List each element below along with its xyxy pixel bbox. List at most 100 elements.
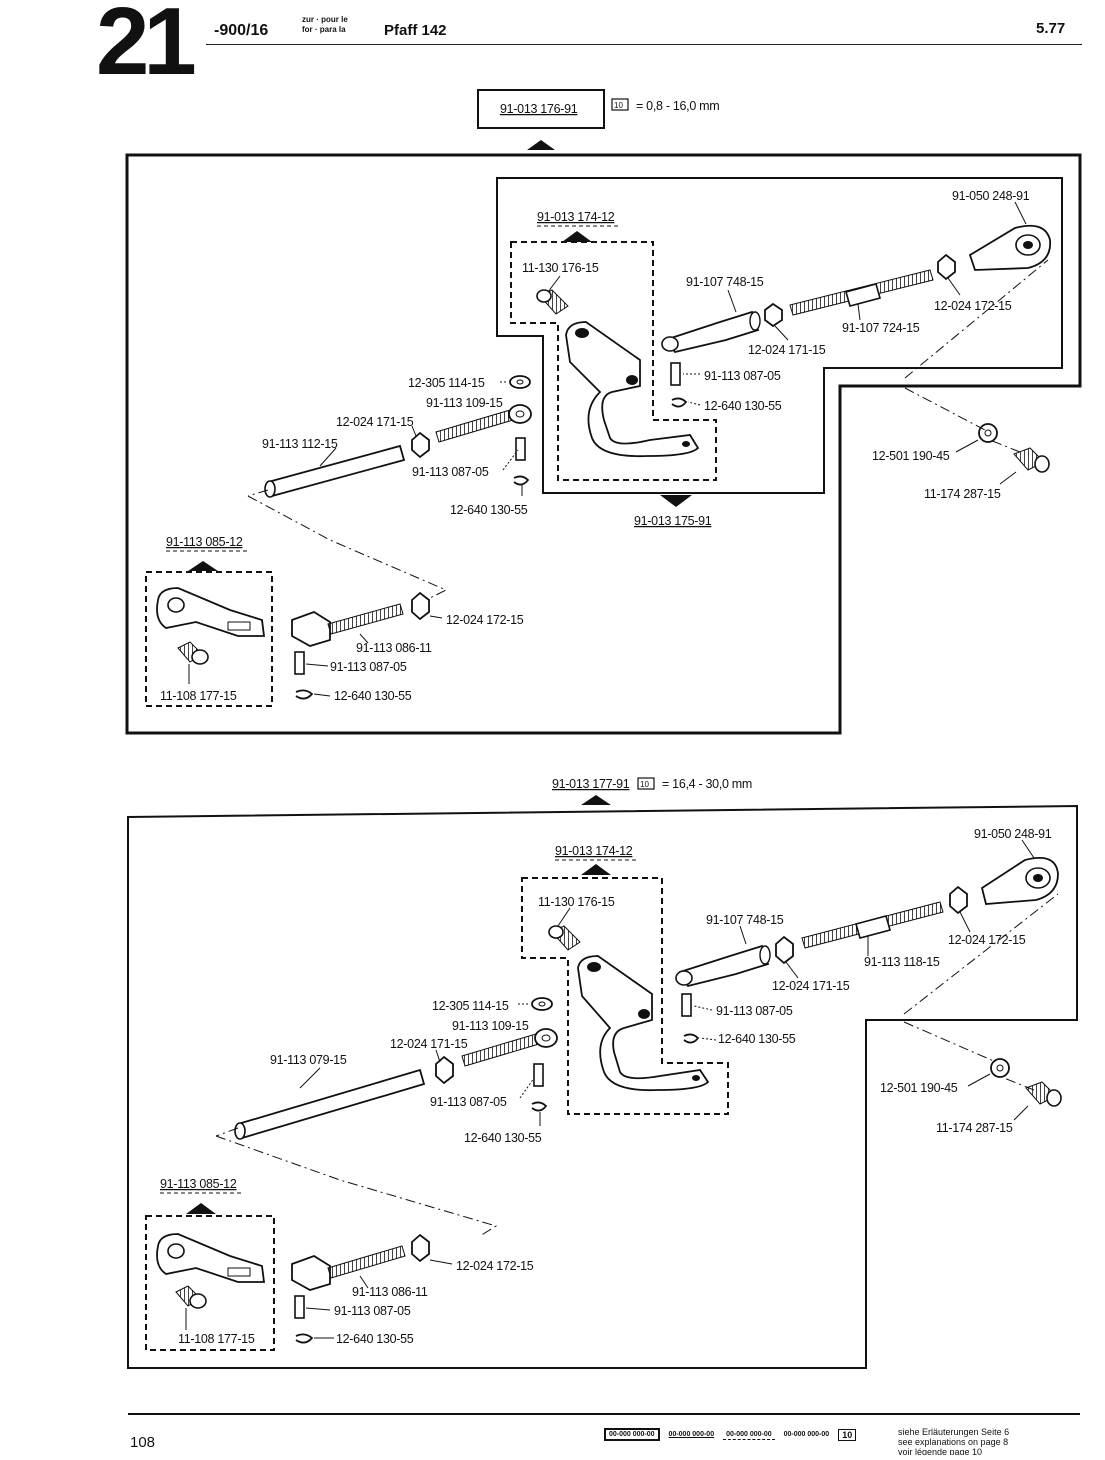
top-range-text: = 0,8 - 16,0 mm xyxy=(636,99,719,113)
top-arrow-up xyxy=(527,140,555,150)
footer-rule xyxy=(128,1413,1080,1415)
bottom-label-l: 91-113 079-15 xyxy=(270,1053,347,1067)
bottom-clip-1 xyxy=(683,1033,700,1044)
top-label-k: 12-024 171-15 xyxy=(336,415,414,429)
top-label-t: 11-108 177-15 xyxy=(160,689,237,703)
bottom-rod-end xyxy=(980,856,1059,905)
top-range-ref: 10 xyxy=(614,101,623,110)
top-range-ref-box xyxy=(611,98,629,111)
legend-line-en: see explanations on page 8 xyxy=(898,1437,1009,1447)
legend-code-2: 00-000 000-00 xyxy=(668,1431,715,1438)
bottom-label-i: 12-305 114-15 xyxy=(432,999,509,1013)
bottom-label-b: 11-130 176-15 xyxy=(538,895,615,909)
bottom-clamp xyxy=(156,1233,266,1283)
top-nut-3 xyxy=(411,431,430,459)
top-clip-3 xyxy=(295,689,314,700)
bottom-arrow-up xyxy=(581,795,611,805)
top-label-s: 91-113 087-05 xyxy=(330,660,407,674)
top-dashed-sub-left xyxy=(145,571,273,707)
page-number: 108 xyxy=(130,1434,156,1451)
legend-line-fr: voir légende page 10 xyxy=(898,1447,983,1455)
bottom-label-m: 91-113 087-05 xyxy=(430,1095,507,1109)
bottom-nut-3 xyxy=(435,1055,454,1085)
top-sub-upper-arrow xyxy=(562,231,592,242)
top-dashed-sub-upper xyxy=(510,241,717,481)
top-label-l: 91-113 112-15 xyxy=(262,437,338,451)
footer-legend-codes: 00-000 000-00 00-000 000-00 00-000 000-0… xyxy=(604,1428,857,1441)
top-label-r: 91-113 086-11 xyxy=(356,641,432,655)
top-label-f: 12-024 171-15 xyxy=(748,343,826,357)
bottom-sub-upper-label: 91-013 174-12 xyxy=(555,844,633,858)
footer-legend-text: siehe Erläuterungen Seite 6 see explanat… xyxy=(898,1427,1009,1455)
bottom-nut-1 xyxy=(949,885,968,915)
bottom-main-part: 91-013 177-91 xyxy=(552,777,630,791)
top-label-a: 91-050 248-91 xyxy=(952,189,1030,203)
bottom-range-ref: 10 xyxy=(640,780,649,789)
legend-line-de: siehe Erläuterungen Seite 6 xyxy=(898,1427,1010,1437)
bottom-screw-3 xyxy=(175,1285,207,1309)
top-threaded-rod xyxy=(789,269,934,316)
bottom-label-h: 12-640 130-55 xyxy=(718,1032,796,1046)
bottom-dashed-sub-left xyxy=(145,1215,275,1351)
bottom-outer-frame xyxy=(127,804,1078,1369)
top-label-g: 91-113 087-05 xyxy=(704,369,781,383)
top-sub-left-label: 91-113 085-12 xyxy=(166,535,243,549)
top-bolt xyxy=(291,603,404,647)
bottom-label-k: 12-024 171-15 xyxy=(390,1037,468,1051)
bottom-link xyxy=(675,944,771,988)
bottom-sub-left-arrow xyxy=(186,1203,216,1214)
top-label-m: 91-113 087-05 xyxy=(412,465,489,479)
top-label-h: 12-640 130-55 xyxy=(704,399,782,413)
bottom-pin-2 xyxy=(533,1063,544,1087)
header-small-de-fr: zur · pour le xyxy=(302,15,348,24)
top-label-e: 91-107 724-15 xyxy=(842,321,920,335)
top-nut-2 xyxy=(764,302,783,328)
legend-code-4: 00-000 000-00 xyxy=(783,1431,830,1438)
top-label-o: 12-501 190-45 xyxy=(872,449,950,463)
legend-ref: 10 xyxy=(838,1428,857,1441)
bottom-nut-2 xyxy=(775,935,794,965)
bottom-label-q: 12-024 172-15 xyxy=(456,1259,534,1273)
top-label-b: 11-130 176-15 xyxy=(522,261,599,275)
top-rod-end xyxy=(968,224,1051,271)
top-main-part: 91-013 176-91 xyxy=(500,102,578,116)
top-pin-3 xyxy=(294,651,305,675)
bottom-tube xyxy=(234,1068,426,1140)
top-label-q: 12-024 172-15 xyxy=(446,613,524,627)
top-pin-1 xyxy=(670,362,681,386)
bottom-label-n: 12-640 130-55 xyxy=(464,1131,542,1145)
top-link xyxy=(661,310,761,354)
bottom-clip-3 xyxy=(295,1333,314,1344)
machine-name: Pfaff 142 xyxy=(384,22,447,39)
model-number: -900/16 xyxy=(214,22,269,39)
top-label-p: 11-174 287-15 xyxy=(924,487,1001,501)
top-screw-2 xyxy=(1013,447,1050,473)
bottom-sub-left-label: 91-113 085-12 xyxy=(160,1177,237,1191)
bottom-label-u: 12-640 130-55 xyxy=(336,1332,414,1346)
bottom-screw-1 xyxy=(548,925,581,951)
bottom-label-f: 12-024 171-15 xyxy=(772,979,850,993)
header-rule xyxy=(206,44,1082,45)
top-screw-1 xyxy=(536,289,569,315)
top-outer-frame xyxy=(125,153,1082,735)
bottom-screw-2 xyxy=(1025,1081,1062,1107)
top-sub-left-arrow xyxy=(188,561,218,571)
bottom-assembly: 91-013 177-91 10 = 16,4 - 30,0 mm 91-013… xyxy=(127,777,1078,1369)
bottom-label-o: 12-501 190-45 xyxy=(880,1081,958,1095)
bottom-bolt xyxy=(291,1245,406,1291)
bottom-pin-3 xyxy=(294,1295,305,1319)
top-inner-frame xyxy=(496,177,1063,494)
bottom-label-j: 91-113 109-15 xyxy=(452,1019,529,1033)
bottom-eye-bolt xyxy=(461,1028,558,1067)
top-label-j: 91-113 109-15 xyxy=(426,396,503,410)
bottom-threaded-rod xyxy=(801,901,944,949)
top-sub-lower-label: 91-013 175-91 xyxy=(634,514,712,528)
bottom-pin-1 xyxy=(681,993,692,1017)
bottom-label-e: 91-113 118-15 xyxy=(864,955,940,969)
bottom-nut-4 xyxy=(411,1233,430,1263)
bottom-clip-2 xyxy=(531,1101,548,1112)
bottom-label-d: 12-024 172-15 xyxy=(948,933,1026,947)
top-nut-4 xyxy=(411,591,430,621)
top-eye-bolt xyxy=(435,404,532,443)
